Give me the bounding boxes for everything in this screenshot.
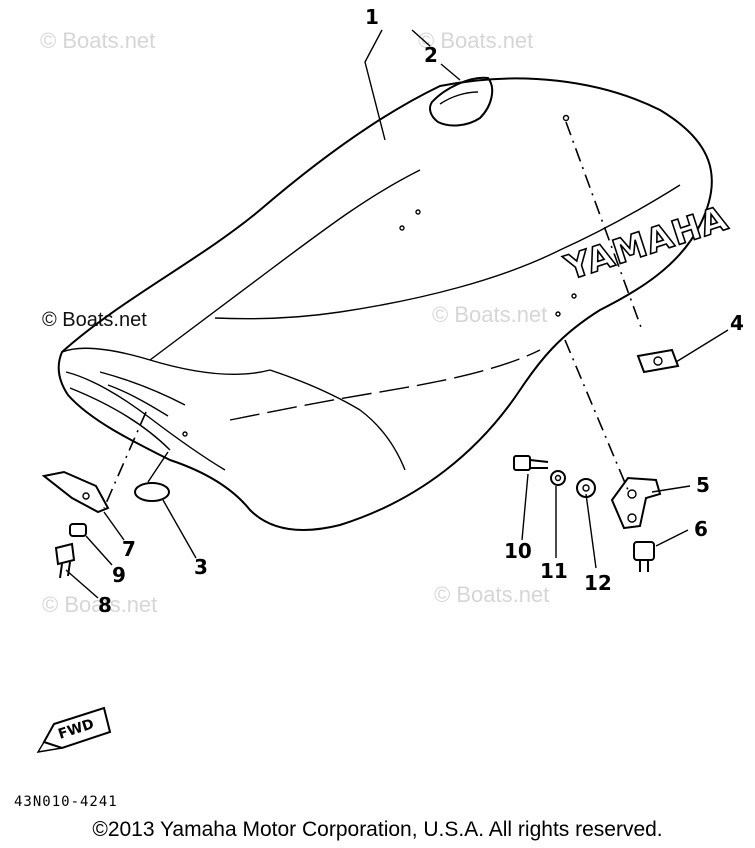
- copyright-notice: ©2013 Yamaha Motor Corporation, U.S.A. A…: [92, 818, 663, 841]
- part-4-nut-plate: [636, 348, 680, 374]
- part-6-bolt: [633, 541, 655, 572]
- part-7-bracket: [41, 470, 110, 514]
- part-11-washer: [550, 470, 566, 486]
- callout-7: 7: [122, 537, 136, 561]
- part-10-bolt: [513, 455, 549, 471]
- seat-assembly: YAMAHA: [57, 76, 734, 531]
- leader-lines: [65, 29, 729, 599]
- callout-2: 2: [424, 43, 438, 67]
- callout-8: 8: [98, 593, 112, 617]
- callout-4: 4: [730, 311, 744, 335]
- part-9-collar: [69, 523, 87, 537]
- callout-1: 1: [365, 5, 379, 29]
- callout-9: 9: [112, 563, 126, 587]
- callout-11: 11: [540, 559, 568, 583]
- fwd-arrow-icon: FWD: [36, 706, 112, 753]
- callout-3: 3: [194, 555, 208, 579]
- part-8-bolt: [54, 542, 76, 579]
- callout-6: 6: [694, 517, 708, 541]
- part-12-washer: [576, 478, 596, 498]
- seat-brand-text: YAMAHA: [559, 198, 733, 288]
- watermark: © Boats.net: [432, 302, 547, 327]
- part-3-cushion: [134, 482, 170, 502]
- callout-labels: 1 2 3 4 5 6 7 8 9 10 11 12: [98, 5, 744, 617]
- watermark: © Boats.net: [40, 28, 155, 53]
- diagram-part-code: 43N010-4241: [14, 794, 118, 810]
- watermark: © Boats.net: [434, 582, 549, 607]
- callout-10: 10: [504, 539, 532, 563]
- part-5-seat-bracket: [610, 476, 662, 530]
- watermark: © Boats.net: [418, 28, 533, 53]
- watermark: © Boats.net: [42, 309, 147, 331]
- watermark: © Boats.net: [42, 592, 157, 617]
- callout-12: 12: [584, 571, 612, 595]
- callout-5: 5: [696, 473, 710, 497]
